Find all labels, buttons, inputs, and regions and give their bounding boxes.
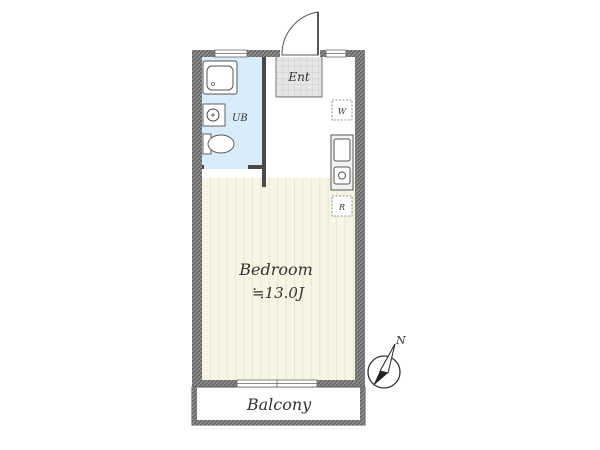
bath-partition-wall	[262, 57, 266, 187]
entrance-floor	[276, 57, 322, 97]
balcony-side-right	[360, 387, 365, 425]
stove-burner	[338, 171, 346, 180]
balcony-label: Balcony	[246, 395, 312, 414]
bathtub-drain	[211, 82, 215, 86]
bedroom-label: Bedroom	[238, 260, 313, 279]
washer-label: W	[338, 107, 347, 116]
toilet-icon	[207, 134, 235, 154]
entrance-outline	[275, 57, 323, 98]
sink-faucet	[211, 113, 215, 117]
balcony-railing	[192, 420, 365, 425]
entrance-door-swing[interactable]	[281, 11, 319, 56]
balcony-side-left	[192, 387, 197, 425]
entrance-label: Ent	[287, 70, 309, 84]
compass-icon: N	[367, 334, 406, 389]
unit-bath-label: UB	[232, 113, 248, 124]
kitchen-sink-icon	[333, 138, 351, 162]
bathtub-basin	[206, 65, 234, 91]
compass-north-label: N	[395, 334, 406, 347]
fridge-space	[331, 195, 353, 217]
washer-space	[331, 99, 353, 121]
bedroom-floor	[202, 178, 355, 380]
bath-partition-gap	[204, 165, 248, 169]
bedroom-size-label: ≒13.0J	[252, 284, 305, 302]
fridge-label: R	[338, 203, 345, 212]
